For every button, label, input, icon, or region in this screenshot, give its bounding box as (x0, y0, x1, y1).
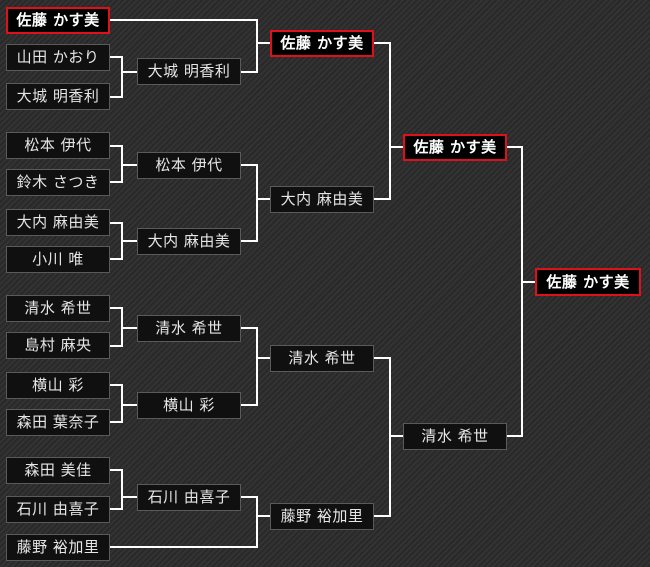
round3-entry: 清水 希世 (270, 345, 374, 372)
round2-entry: 石川 由喜子 (137, 484, 241, 511)
round1-entry: 佐藤 かす美 (6, 7, 110, 34)
round2-entry: 大内 麻由美 (137, 228, 241, 255)
round1-entry: 藤野 裕加里 (6, 534, 110, 561)
round1-entry: 森田 美佳 (6, 457, 110, 484)
champion-entry: 佐藤 かす美 (535, 268, 641, 296)
round2-entry: 横山 彩 (137, 392, 241, 419)
round2-entry: 大城 明香利 (137, 58, 241, 85)
round3-entry: 藤野 裕加里 (270, 503, 374, 530)
round1-entry: 島村 麻央 (6, 332, 110, 359)
round1-entry: 石川 由喜子 (6, 496, 110, 523)
round2-entry: 松本 伊代 (137, 152, 241, 179)
round1-entry: 小川 唯 (6, 246, 110, 273)
semifinal-entry: 佐藤 かす美 (403, 134, 507, 161)
round1-entry: 山田 かおり (6, 44, 110, 71)
round3-entry: 大内 麻由美 (270, 186, 374, 213)
round1-entry: 森田 葉奈子 (6, 409, 110, 436)
round1-entry: 大城 明香利 (6, 83, 110, 110)
round2-entry: 清水 希世 (137, 315, 241, 342)
round1-entry: 清水 希世 (6, 295, 110, 322)
round1-entry: 大内 麻由美 (6, 209, 110, 236)
round3-entry: 佐藤 かす美 (270, 30, 374, 57)
round1-entry: 松本 伊代 (6, 132, 110, 159)
round1-entry: 鈴木 さつき (6, 169, 110, 196)
round1-entry: 横山 彩 (6, 372, 110, 399)
semifinal-entry: 清水 希世 (403, 423, 507, 450)
